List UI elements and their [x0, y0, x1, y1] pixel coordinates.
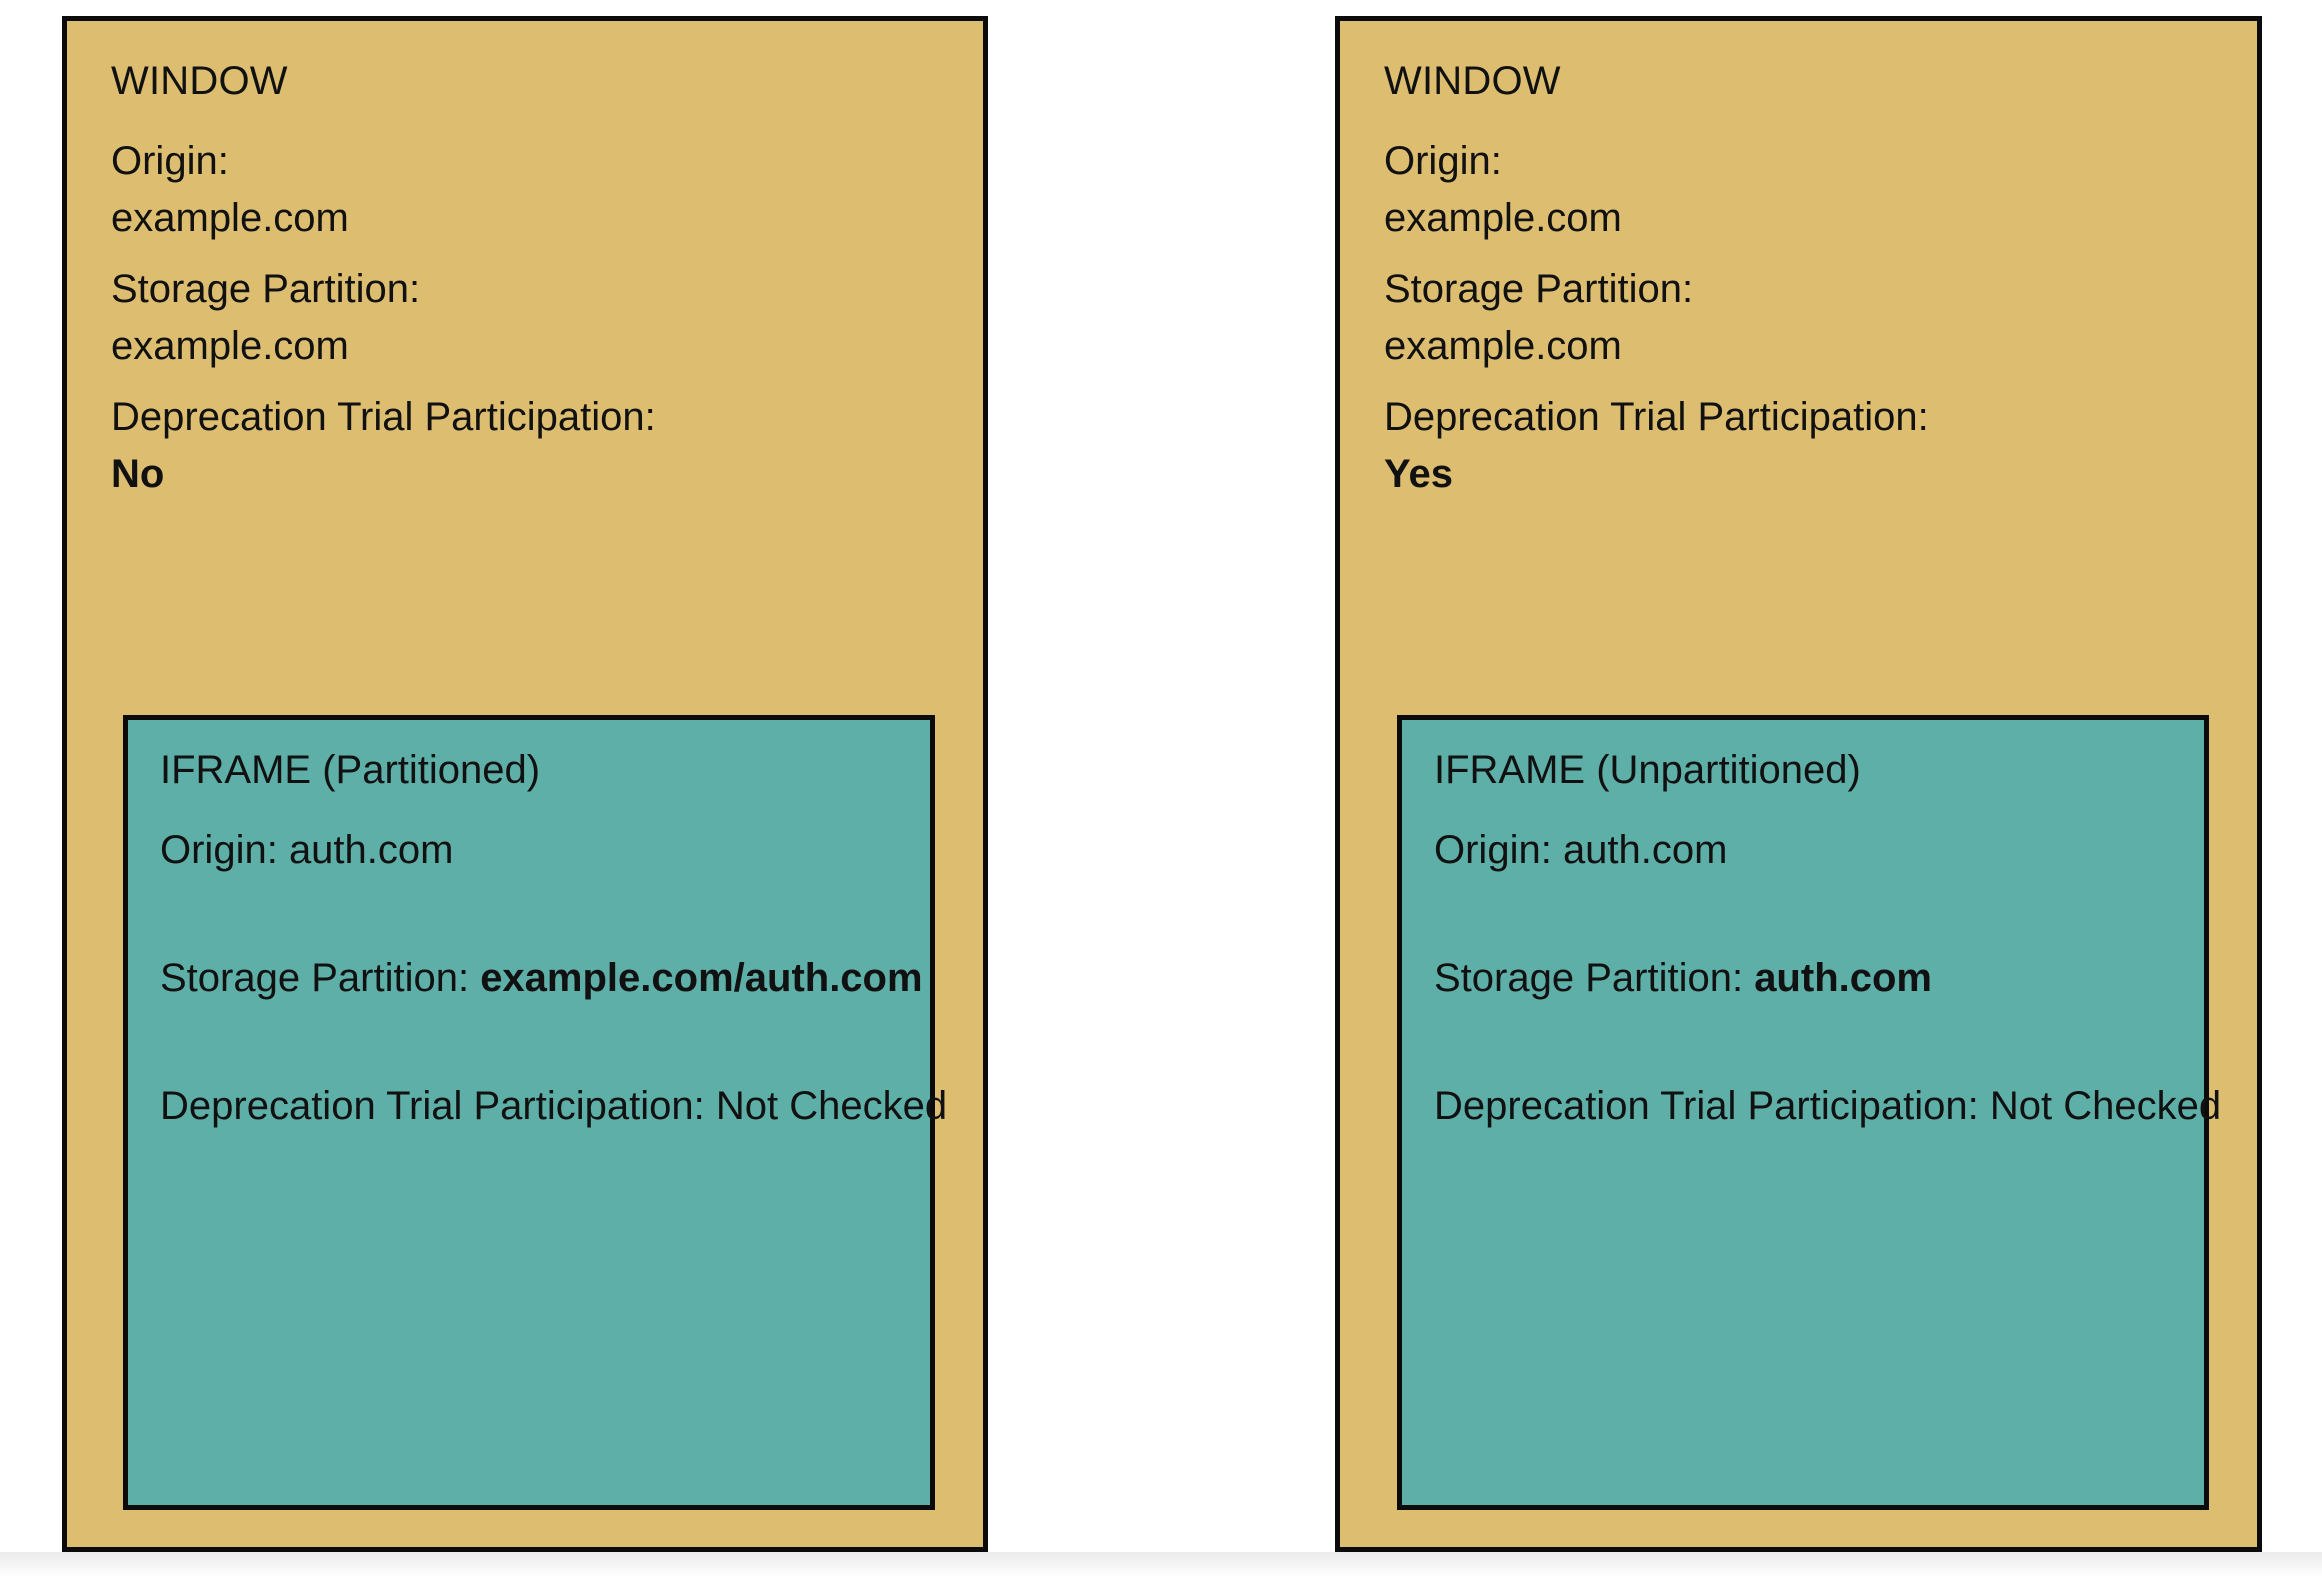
iframe-field-deprecation-trial-value: Not Checked — [715, 1084, 948, 1128]
iframe-field-origin-value: auth.com — [288, 828, 454, 872]
iframe-title: IFRAME (Partitioned) — [160, 748, 541, 792]
window-field-deprecation-trial-value: No — [111, 452, 165, 496]
window-box-partitioned: WINDOW Origin: example.com Storage Parti… — [62, 16, 988, 1552]
window-field-origin-label: Origin: — [111, 139, 229, 183]
window-field-origin-value: example.com — [111, 196, 349, 240]
iframe-field-origin-label: Origin: — [160, 828, 278, 872]
iframe-field-storage-partition: Storage Partition: auth.com — [1434, 950, 1932, 1007]
window-field-storage-partition: Storage Partition: example.com — [111, 261, 420, 375]
iframe-field-storage-partition-label: Storage Partition: — [160, 956, 470, 1000]
window-field-deprecation-trial-label: Deprecation Trial Participation: — [111, 395, 656, 439]
iframe-field-origin: Origin: auth.com — [1434, 822, 1727, 879]
window-field-origin-value: example.com — [1384, 196, 1622, 240]
iframe-field-origin-value: auth.com — [1562, 828, 1728, 872]
iframe-field-storage-partition-value: auth.com — [1754, 956, 1932, 1000]
window-field-storage-partition-value: example.com — [1384, 324, 1622, 368]
window-field-origin: Origin: example.com — [1384, 133, 1622, 247]
page-bottom-shadow — [0, 1552, 2322, 1578]
window-field-deprecation-trial-value: Yes — [1384, 452, 1453, 496]
window-field-deprecation-trial: Deprecation Trial Participation: Yes — [1384, 389, 1929, 503]
iframe-field-storage-partition: Storage Partition: example.com/auth.com — [160, 950, 923, 1007]
window-field-origin: Origin: example.com — [111, 133, 349, 247]
iframe-title: IFRAME (Unpartitioned) — [1434, 748, 1861, 792]
window-field-origin-label: Origin: — [1384, 139, 1502, 183]
iframe-field-deprecation-trial-label: Deprecation Trial Participation: — [1434, 1084, 1979, 1128]
iframe-field-deprecation-trial-value: Not Checked — [1989, 1084, 2222, 1128]
window-field-storage-partition-label: Storage Partition: — [111, 267, 421, 311]
iframe-field-origin-label: Origin: — [1434, 828, 1552, 872]
window-field-deprecation-trial: Deprecation Trial Participation: No — [111, 389, 656, 503]
iframe-field-origin: Origin: auth.com — [160, 822, 453, 879]
iframe-field-storage-partition-label: Storage Partition: — [1434, 956, 1744, 1000]
window-field-storage-partition: Storage Partition: example.com — [1384, 261, 1693, 375]
window-box-unpartitioned: WINDOW Origin: example.com Storage Parti… — [1335, 16, 2262, 1552]
iframe-field-deprecation-trial: Deprecation Trial Participation: Not Che… — [160, 1078, 947, 1135]
window-title: WINDOW — [1384, 59, 1561, 103]
window-field-deprecation-trial-label: Deprecation Trial Participation: — [1384, 395, 1929, 439]
iframe-box-unpartitioned: IFRAME (Unpartitioned) Origin: auth.com … — [1397, 715, 2221, 1510]
iframe-field-deprecation-trial: Deprecation Trial Participation: Not Che… — [1434, 1078, 2221, 1135]
iframe-field-deprecation-trial-label: Deprecation Trial Participation: — [160, 1084, 705, 1128]
iframe-field-storage-partition-value: example.com/auth.com — [480, 956, 923, 1000]
window-title: WINDOW — [111, 59, 288, 103]
window-field-storage-partition-label: Storage Partition: — [1384, 267, 1694, 311]
window-field-storage-partition-value: example.com — [111, 324, 349, 368]
iframe-box-partitioned: IFRAME (Partitioned) Origin: auth.com St… — [123, 715, 947, 1510]
